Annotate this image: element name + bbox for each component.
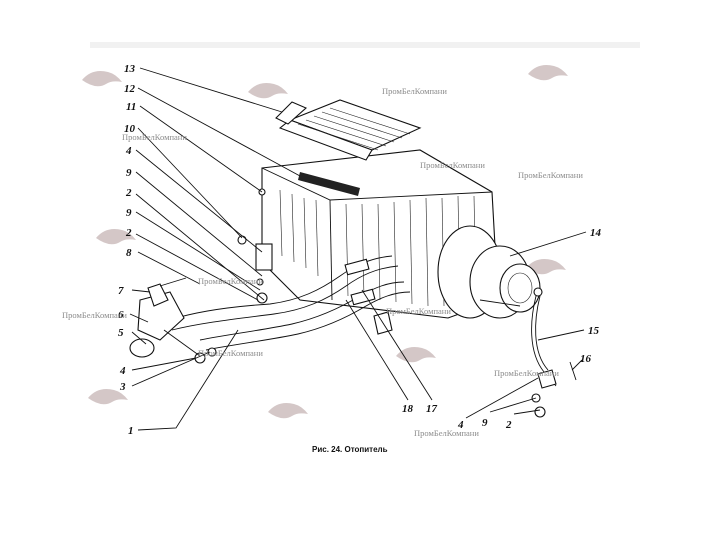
- scan-band: [90, 42, 640, 48]
- watermark-text: ПромБелКомпани: [62, 310, 127, 320]
- watermark-text: ПромБелКомпани: [122, 132, 187, 142]
- callout-6: 6: [118, 309, 124, 321]
- watermark-text: ПромБелКомпани: [198, 276, 263, 286]
- callout-5: 5: [118, 327, 124, 339]
- callout-7: 7: [118, 285, 124, 297]
- watermark-text: ПромБелКомпани: [386, 306, 451, 316]
- callout-2: 2: [125, 227, 132, 239]
- callout-18: 18: [402, 403, 414, 415]
- callout-15: 15: [588, 325, 600, 337]
- callout-8: 8: [126, 247, 132, 259]
- fan-motor: [437, 225, 543, 319]
- logo-watermark-icon: [82, 65, 568, 419]
- text-watermarks: ПромБелКомпани ПромБелКомпани ПромБелКом…: [62, 86, 583, 438]
- callout-9: 9: [126, 167, 132, 179]
- callout-4: 4: [457, 419, 464, 431]
- callout-1: 1: [128, 425, 134, 437]
- callout-13: 13: [124, 63, 136, 75]
- callout-9: 9: [482, 417, 488, 429]
- callout-9: 9: [126, 207, 132, 219]
- callout-2: 2: [125, 187, 132, 199]
- heater-hoses: [169, 255, 411, 351]
- callout-2: 2: [505, 419, 512, 431]
- figure-caption: Рис. 24. Отопитель: [312, 445, 388, 454]
- callout-4: 4: [125, 145, 132, 157]
- callout-17: 17: [426, 403, 438, 415]
- watermark-text: ПромБелКомпани: [382, 86, 447, 96]
- watermark-text: ПромБелКомпани: [414, 428, 479, 438]
- valve-assembly: [129, 277, 217, 364]
- callout-12: 12: [124, 83, 136, 95]
- callout-10: 10: [124, 123, 136, 135]
- callout-16: 16: [580, 353, 592, 365]
- watermark-text: ПромБелКомпани: [198, 348, 263, 358]
- callout-labels: 13 12 11 10 4 9 2 9 2 8 7 6 5 4 3 1 14 1…: [118, 63, 602, 437]
- callout-14: 14: [590, 227, 602, 239]
- callout-4: 4: [119, 365, 126, 377]
- watermark-text: ПромБелКомпани: [420, 160, 485, 170]
- callout-11: 11: [126, 101, 136, 113]
- watermark-text: ПромБелКомпани: [494, 368, 559, 378]
- watermark-text: ПромБелКомпани: [518, 170, 583, 180]
- leader-lines: [129, 67, 587, 431]
- callout-3: 3: [119, 381, 126, 393]
- power-cable: [531, 295, 577, 418]
